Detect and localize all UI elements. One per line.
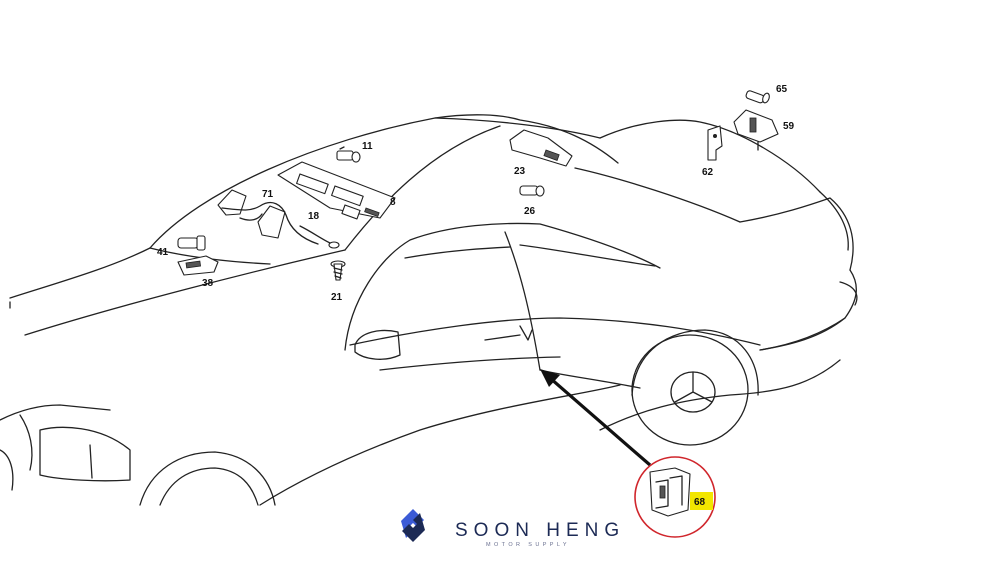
callout-38: 38 <box>202 278 214 289</box>
screw-icon <box>330 260 346 281</box>
highlight-circle <box>634 456 716 538</box>
callout-68-highlight <box>690 492 713 510</box>
brand-tagline: MOTOR SUPPLY <box>486 542 570 548</box>
callout-41: 41 <box>157 247 169 258</box>
bracket-icon <box>707 125 723 161</box>
callout-23: 23 <box>514 166 526 177</box>
callout-59: 59 <box>783 121 795 132</box>
callout-68: 68 <box>694 497 706 508</box>
car-outline <box>0 114 858 506</box>
callout-18: 18 <box>308 211 320 222</box>
callout-21: 21 <box>331 292 343 303</box>
door-switch-icon <box>649 467 691 517</box>
overhead-console-icon <box>277 161 396 220</box>
brand-name: SOON HENG <box>455 520 625 541</box>
lamp-housing-icon <box>177 255 219 276</box>
bulb-icon <box>745 90 770 104</box>
wiring-harness-icon <box>217 189 319 245</box>
bulb-icon <box>336 146 361 163</box>
pointer-arrow <box>540 369 652 467</box>
lamp-holder-icon <box>733 109 779 151</box>
connector-icon <box>299 225 340 249</box>
bulb-icon <box>519 185 545 197</box>
callout-71: 71 <box>262 189 274 200</box>
callout-65: 65 <box>776 84 788 95</box>
bulb-icon <box>177 235 206 251</box>
brand-logo-icon <box>401 509 425 542</box>
callout-26: 26 <box>524 206 536 217</box>
callout-62: 62 <box>702 167 714 178</box>
callout-11: 11 <box>362 141 373 152</box>
rear-lamp-housing-icon <box>509 129 573 167</box>
callout-8: 8 <box>390 197 396 208</box>
